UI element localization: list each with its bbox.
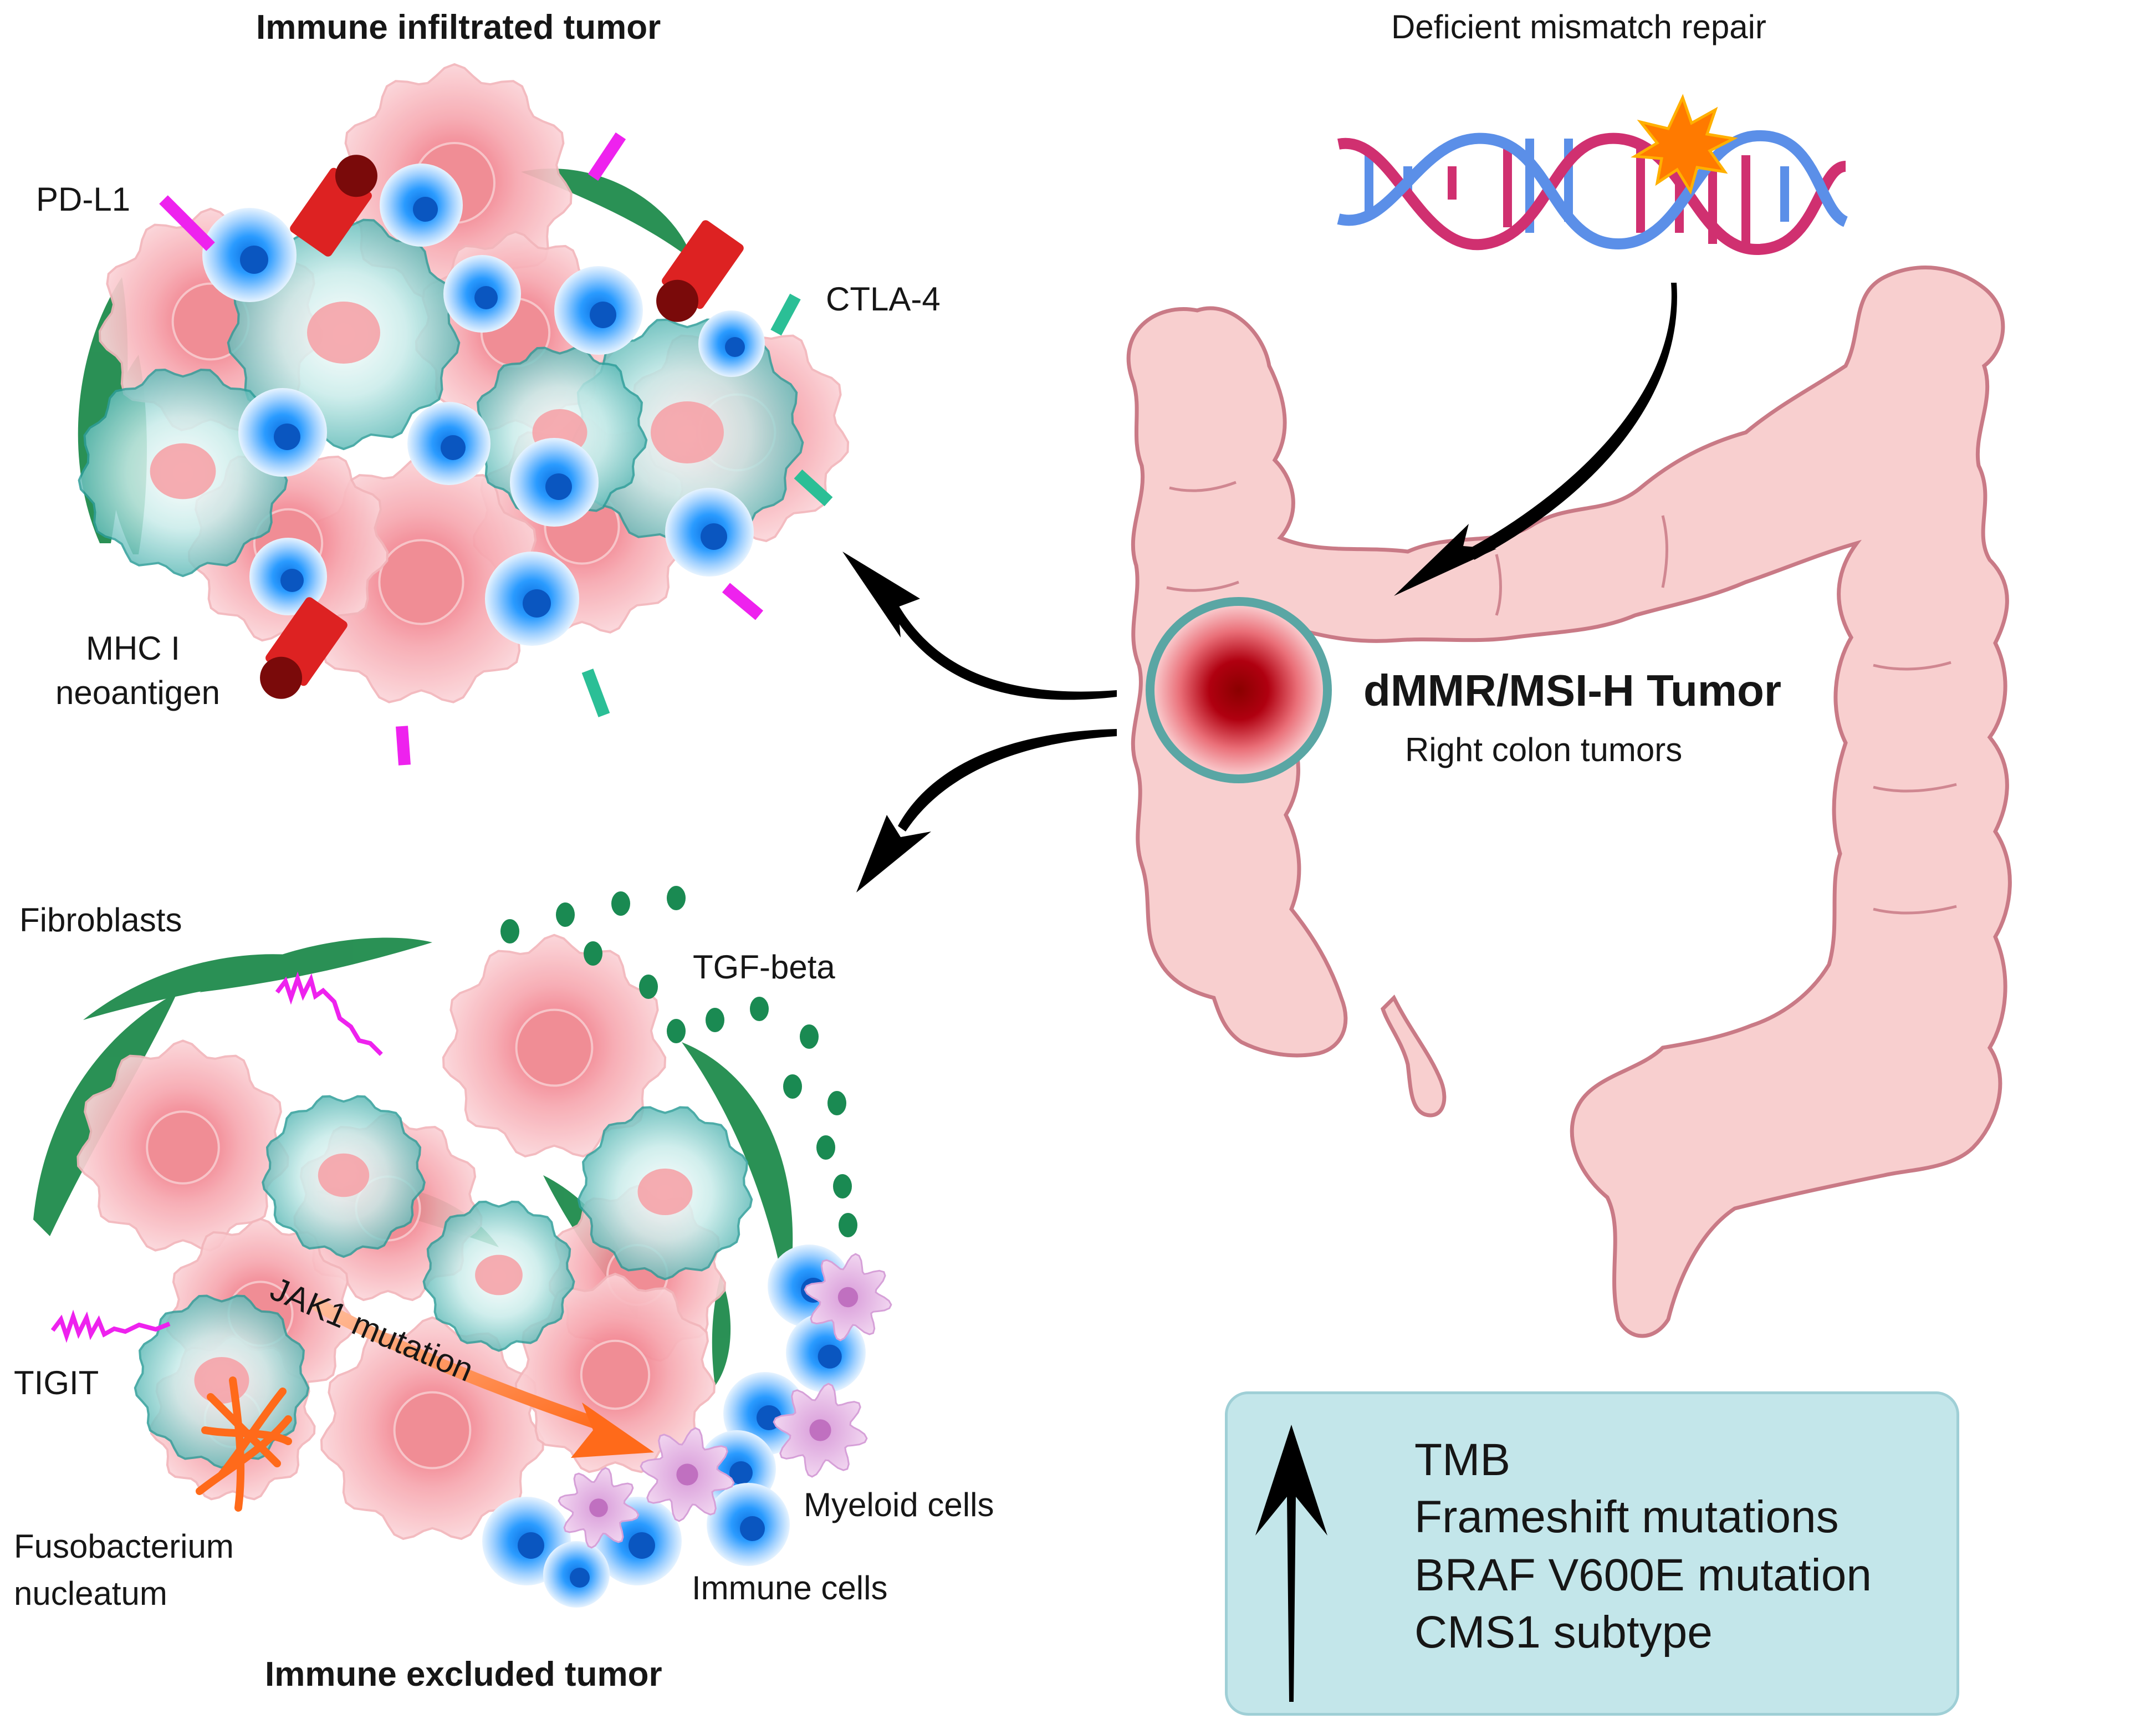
neoantigen-label: neoantigen bbox=[55, 674, 220, 711]
arrow-to-infiltrated bbox=[890, 604, 1117, 700]
dmmr-tumor-spot bbox=[1146, 597, 1332, 783]
immune-nucleus bbox=[629, 1532, 655, 1559]
tumor-nucleus bbox=[393, 1391, 472, 1470]
stromal-nucleus bbox=[150, 443, 216, 499]
immune-nucleus bbox=[240, 246, 268, 274]
stromal-nucleus bbox=[475, 1254, 523, 1296]
right-colon-label: Right colon tumors bbox=[1405, 731, 1683, 768]
fusobacterium-label: Fusobacterium bbox=[14, 1528, 234, 1565]
colon-shape bbox=[1126, 266, 2012, 1338]
fibroblast bbox=[682, 1042, 793, 1303]
immune-nucleus bbox=[274, 424, 300, 450]
mhc1-label: MHC I bbox=[86, 630, 180, 667]
mutation-burst-icon bbox=[1631, 94, 1738, 195]
myeloid-nucleus bbox=[589, 1498, 608, 1517]
tgf-beta-dot bbox=[639, 975, 658, 999]
feature-item: Frameshift mutations bbox=[1414, 1492, 1839, 1542]
pdl1-label: PD-L1 bbox=[36, 181, 131, 218]
immune-nucleus bbox=[545, 473, 572, 500]
appendix bbox=[1380, 994, 1447, 1118]
ctla4-label: CTLA-4 bbox=[826, 280, 941, 318]
nucleatum-label: nucleatum bbox=[14, 1575, 167, 1612]
stromal-nucleus bbox=[318, 1153, 370, 1197]
immune-nucleus bbox=[413, 197, 438, 222]
fibroblast bbox=[200, 937, 432, 992]
tgf-beta-label: TGF-beta bbox=[693, 948, 835, 986]
immune-infiltrated-title: Immune infiltrated tumor bbox=[256, 8, 661, 47]
tgf-beta-dot bbox=[584, 941, 602, 966]
tgf-beta-dot bbox=[816, 1135, 835, 1160]
tigit-receptor-icon bbox=[275, 971, 383, 1056]
stromal-nucleus bbox=[651, 401, 724, 463]
tgf-beta-dot bbox=[611, 891, 630, 916]
myeloid-cells-label: Myeloid cells bbox=[804, 1486, 994, 1523]
immune-nucleus bbox=[523, 589, 551, 618]
immune-nucleus bbox=[474, 286, 498, 309]
tgf-beta-dot bbox=[667, 1019, 686, 1043]
immune-nucleus bbox=[280, 569, 304, 592]
immune-nucleus bbox=[740, 1516, 765, 1541]
myeloid-nucleus bbox=[676, 1463, 698, 1486]
fusobacterium-icon bbox=[196, 1376, 292, 1512]
immune-nucleus bbox=[570, 1568, 590, 1588]
black-arrows bbox=[842, 283, 1677, 892]
tgf-beta-dot bbox=[750, 997, 769, 1021]
features-box: TMB Frameshift mutations BRAF V600E muta… bbox=[1225, 1391, 1959, 1716]
deficient-mismatch-repair-label: Deficient mismatch repair bbox=[1391, 8, 1766, 45]
tigit-receptor-icon bbox=[50, 1309, 171, 1343]
myeloid-nucleus bbox=[837, 1287, 859, 1308]
feature-item: CMS1 subtype bbox=[1414, 1607, 1713, 1657]
tgf-beta-dot bbox=[783, 1074, 802, 1099]
tgf-beta-dot bbox=[833, 1174, 852, 1198]
tumor-nucleus bbox=[378, 539, 464, 625]
tgf-beta-dot bbox=[500, 919, 519, 943]
stromal-nucleus bbox=[637, 1169, 693, 1215]
fibroblast bbox=[712, 1275, 731, 1386]
tgf-beta-dot bbox=[706, 1008, 724, 1032]
mhc-receptor-icon bbox=[260, 155, 744, 699]
tumor-nucleus bbox=[515, 1008, 594, 1087]
tumor-nucleus bbox=[146, 1110, 220, 1185]
stromal-nucleus bbox=[307, 302, 380, 364]
immune-cells-label: Immune cells bbox=[692, 1569, 888, 1606]
dna-helix-icon bbox=[1337, 94, 1848, 256]
tgf-beta-dot bbox=[827, 1091, 846, 1115]
myeloid-nucleus bbox=[809, 1419, 831, 1441]
tigit-label: TIGIT bbox=[14, 1364, 99, 1401]
immune-nucleus bbox=[725, 337, 745, 357]
jak1-mutation-arrow bbox=[310, 1297, 654, 1458]
tgf-beta-dot bbox=[800, 1024, 819, 1049]
fibroblasts-label: Fibroblasts bbox=[19, 901, 182, 939]
immune-nucleus bbox=[518, 1532, 544, 1559]
feature-item: BRAF V600E mutation bbox=[1414, 1550, 1872, 1600]
immune-nucleus bbox=[701, 523, 727, 550]
immune-nucleus bbox=[818, 1344, 842, 1369]
stromal-nucleus bbox=[194, 1357, 249, 1404]
immune-excluded-title: Immune excluded tumor bbox=[265, 1655, 662, 1694]
immune-nucleus bbox=[590, 302, 616, 328]
arrow-to-excluded bbox=[898, 729, 1117, 832]
tumor-nucleus bbox=[580, 1339, 651, 1410]
immune-nucleus bbox=[729, 1461, 753, 1485]
colon-illustration bbox=[1126, 266, 2012, 1338]
increase-arrow-icon bbox=[1255, 1425, 1327, 1702]
dmmr-tumor-label: dMMR/MSI-H Tumor bbox=[1363, 666, 1781, 715]
arrow-dna-to-tumor bbox=[1469, 283, 1677, 560]
tgf-beta-dot bbox=[556, 902, 575, 927]
immune-excluded-tumor bbox=[33, 886, 892, 1608]
tgf-beta-dot bbox=[839, 1213, 857, 1237]
immune-infiltrated-tumor bbox=[78, 63, 850, 766]
feature-item: TMB bbox=[1414, 1435, 1511, 1485]
immune-nucleus bbox=[441, 435, 466, 460]
tgf-beta-dot bbox=[667, 886, 686, 910]
